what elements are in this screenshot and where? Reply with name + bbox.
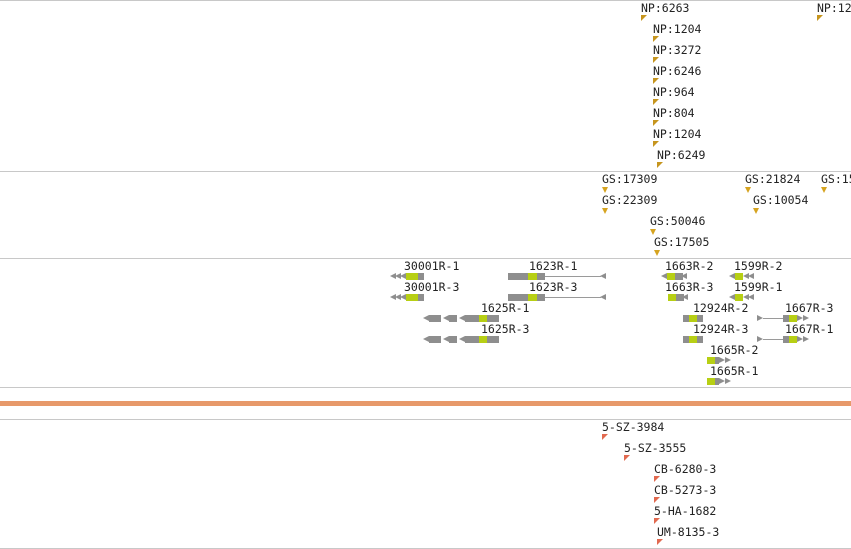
np-feature-label[interactable]: NP:6263 xyxy=(641,1,690,15)
gs-feature-marker[interactable] xyxy=(602,208,608,214)
sample-label[interactable]: 5-SZ-3555 xyxy=(624,441,687,455)
gene-model[interactable] xyxy=(729,273,755,280)
sample-marker[interactable] xyxy=(654,497,660,503)
gene-label[interactable]: 1663R-3 xyxy=(665,280,714,294)
np-feature-marker[interactable] xyxy=(653,78,659,84)
track-separator xyxy=(0,387,851,388)
gene-model[interactable] xyxy=(390,294,424,301)
np-feature-label[interactable]: NP:804 xyxy=(653,106,695,120)
gene-model[interactable] xyxy=(757,336,809,343)
gene-label[interactable]: 1663R-2 xyxy=(665,259,714,273)
gs-feature-marker[interactable] xyxy=(654,250,660,256)
gene-label[interactable]: 1665R-1 xyxy=(710,364,759,378)
gs-feature-label[interactable]: GS:15 xyxy=(821,172,851,186)
gene-label[interactable]: 30001R-3 xyxy=(404,280,460,294)
np-feature-marker[interactable] xyxy=(653,120,659,126)
np-feature-label[interactable]: NP:3272 xyxy=(653,43,702,57)
np-feature-marker[interactable] xyxy=(641,15,647,21)
sample-marker[interactable] xyxy=(602,434,608,440)
gene-label[interactable]: 12924R-2 xyxy=(693,301,749,315)
track-separator xyxy=(0,258,851,259)
track-separator xyxy=(0,419,851,420)
gene-label[interactable]: 1623R-3 xyxy=(529,280,578,294)
sample-marker[interactable] xyxy=(654,518,660,524)
sample-track: 5-SZ-3984 5-SZ-3555 CB-6280-3 CB-5273-3 … xyxy=(0,419,851,548)
sample-marker[interactable] xyxy=(624,455,630,461)
np-feature-marker[interactable] xyxy=(653,99,659,105)
np-feature-marker[interactable] xyxy=(653,141,659,147)
track-separator xyxy=(0,0,851,1)
gene-label[interactable]: 1623R-1 xyxy=(529,259,578,273)
sample-label[interactable]: 5-SZ-3984 xyxy=(602,420,665,434)
gs-feature-label[interactable]: GS:17309 xyxy=(602,172,658,186)
sample-marker[interactable] xyxy=(657,539,663,545)
sample-marker[interactable] xyxy=(654,476,660,482)
sample-label[interactable]: CB-5273-3 xyxy=(654,483,717,497)
gene-model[interactable] xyxy=(683,336,703,343)
gs-feature-marker[interactable] xyxy=(745,187,751,193)
gene-model[interactable] xyxy=(707,357,733,364)
highlight-bar[interactable] xyxy=(0,401,851,406)
np-feature-label[interactable]: NP:12 xyxy=(817,1,851,15)
track-separator xyxy=(0,171,851,172)
np-feature-marker[interactable] xyxy=(653,57,659,63)
np-feature-label[interactable]: NP:6246 xyxy=(653,64,702,78)
gene-label[interactable]: 1667R-3 xyxy=(785,301,834,315)
gene-label[interactable]: 1625R-1 xyxy=(481,301,530,315)
np-feature-marker[interactable] xyxy=(653,36,659,42)
gene-label[interactable]: 1667R-1 xyxy=(785,322,834,336)
np-feature-marker[interactable] xyxy=(657,162,663,168)
gs-feature-label[interactable]: GS:50046 xyxy=(650,214,706,228)
gene-track: 30001R-1 1623R-1 1663R-2 1599R-2 30001R-… xyxy=(0,258,851,387)
np-feature-marker[interactable] xyxy=(817,15,823,21)
gene-model[interactable] xyxy=(707,378,733,385)
gs-feature-marker[interactable] xyxy=(753,208,759,214)
gene-model[interactable] xyxy=(668,294,688,301)
gs-feature-marker[interactable] xyxy=(650,229,656,235)
gene-model[interactable] xyxy=(423,336,499,343)
gene-model[interactable] xyxy=(390,273,424,280)
gene-model[interactable] xyxy=(757,315,809,322)
gene-label[interactable]: 30001R-1 xyxy=(404,259,460,273)
gene-label[interactable]: 1599R-2 xyxy=(734,259,783,273)
np-track: NP:6263 NP:12 NP:1204 NP:3272 NP:6246 NP… xyxy=(0,0,851,171)
gs-feature-marker[interactable] xyxy=(821,187,827,193)
sample-label[interactable]: 5-HA-1682 xyxy=(654,504,717,518)
gs-feature-label[interactable]: GS:17505 xyxy=(654,235,710,249)
gene-model[interactable] xyxy=(423,315,499,322)
gene-model[interactable] xyxy=(508,294,606,301)
gs-feature-label[interactable]: GS:22309 xyxy=(602,193,658,207)
np-feature-label[interactable]: NP:964 xyxy=(653,85,695,99)
gene-model[interactable] xyxy=(729,294,755,301)
gene-label[interactable]: 1599R-1 xyxy=(734,280,783,294)
np-feature-label[interactable]: NP:6249 xyxy=(657,148,706,162)
gs-feature-label[interactable]: GS:21824 xyxy=(745,172,801,186)
gs-feature-marker[interactable] xyxy=(602,187,608,193)
gene-label[interactable]: 1625R-3 xyxy=(481,322,530,336)
gene-model[interactable] xyxy=(683,315,703,322)
gene-model[interactable] xyxy=(508,273,606,280)
gs-feature-label[interactable]: GS:10054 xyxy=(753,193,809,207)
gene-model[interactable] xyxy=(661,273,687,280)
sample-label[interactable]: UM-8135-3 xyxy=(657,525,720,539)
gene-label[interactable]: 12924R-3 xyxy=(693,322,749,336)
sample-label[interactable]: CB-6280-3 xyxy=(654,462,717,476)
np-feature-label[interactable]: NP:1204 xyxy=(653,127,702,141)
np-feature-label[interactable]: NP:1204 xyxy=(653,22,702,36)
gs-track: GS:17309 GS:21824 GS:15 GS:22309 GS:1005… xyxy=(0,171,851,258)
gene-label[interactable]: 1665R-2 xyxy=(710,343,759,357)
